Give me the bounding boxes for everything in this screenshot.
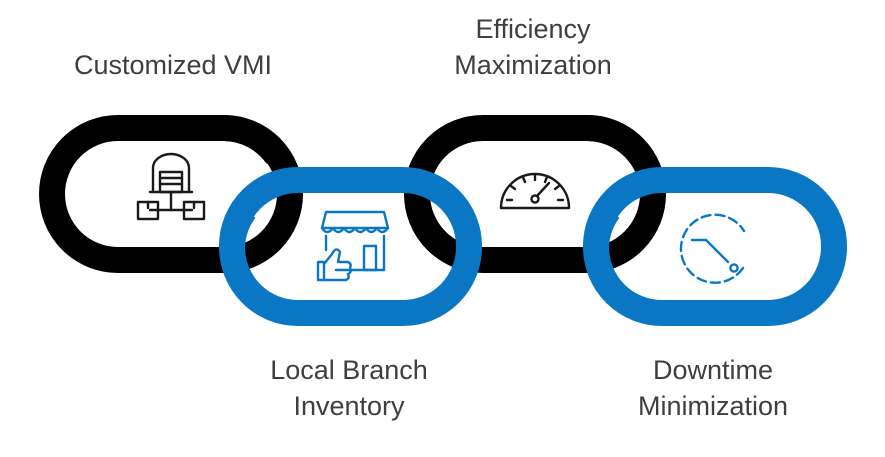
label-customized-vmi-line1: Customized VMI	[73, 50, 273, 80]
label-local-branch-line1: Local Branch	[270, 355, 428, 385]
label-customized-vmi: Customized VMI	[42, 47, 304, 83]
label-local-branch-line2: Inventory	[293, 391, 405, 421]
chain-link-local-branch-inventory	[219, 167, 482, 326]
label-efficiency-line2: Maximization	[454, 50, 612, 80]
chain-link-downtime-minimization	[583, 167, 847, 326]
chain-link-customized-vmi	[39, 115, 303, 273]
warehouse-network-icon	[136, 152, 206, 221]
label-downtime-line1: Downtime	[652, 355, 774, 385]
store-thumbs-up-icon	[316, 210, 390, 282]
label-downtime-minimization: Downtime Minimization	[592, 352, 834, 424]
link-overlap-blue-2	[219, 202, 256, 248]
link-overlap-black-1	[223, 115, 288, 164]
label-efficiency-maximization: Efficiency Maximization	[412, 11, 654, 83]
link-overlap-blue-4	[583, 202, 620, 248]
label-efficiency-line1: Efficiency	[475, 14, 591, 44]
label-downtime-line2: Minimization	[637, 391, 789, 421]
dashed-clock-icon	[679, 213, 746, 284]
speedometer-icon	[499, 172, 571, 210]
link-overlap-black-3	[587, 115, 652, 164]
label-local-branch-inventory: Local Branch Inventory	[228, 352, 470, 424]
